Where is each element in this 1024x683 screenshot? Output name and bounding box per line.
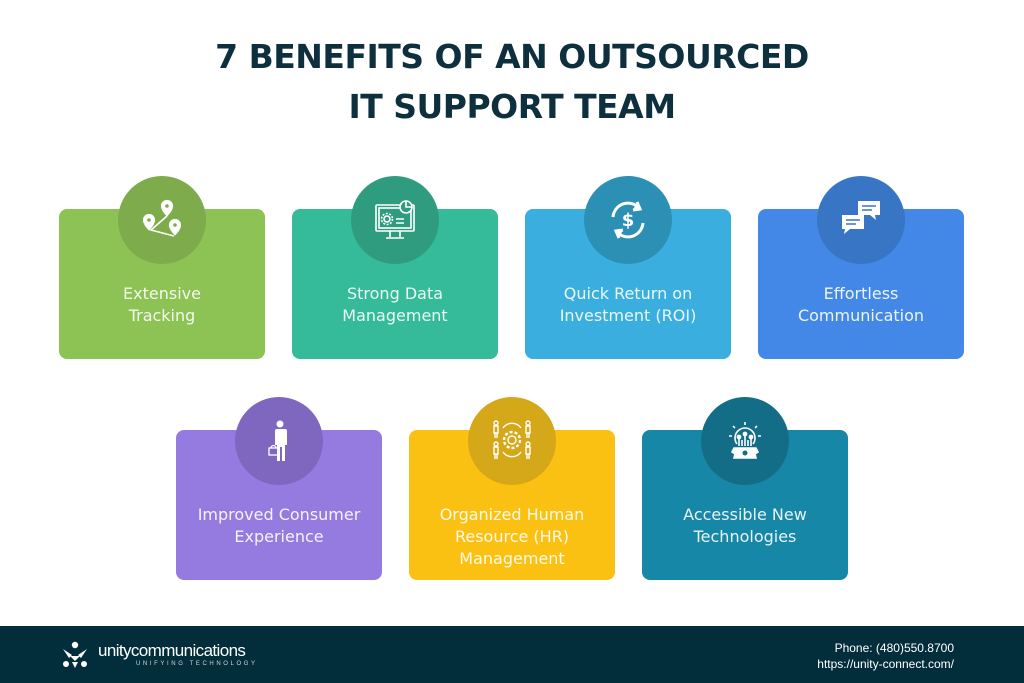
benefit-label: Extensive Tracking <box>123 284 201 325</box>
title-line-1: 7 BENEFITS OF AN OUTSOURCED <box>215 37 809 76</box>
benefit-label: Strong Data Management <box>342 284 448 325</box>
website-link[interactable]: https://unity-connect.com/ <box>817 657 954 671</box>
svg-text:$: $ <box>622 210 635 231</box>
brand-name: unitycommunications <box>98 641 246 660</box>
unity-logo-icon <box>63 641 87 668</box>
benefit-label: Quick Return on Investment (ROI) <box>559 284 697 325</box>
contact-info: Phone: (480)550.8700 https://unity-conne… <box>817 640 954 672</box>
chat-bubbles-icon <box>817 176 905 264</box>
map-pins-route-icon <box>118 176 206 264</box>
shopper-basket-icon <box>235 397 323 485</box>
benefit-label: Organized Human Resource (HR) Management <box>439 505 585 568</box>
brand-logo[interactable]: unitycommunications UNIFYING TECHNOLOGY <box>60 640 258 670</box>
title-line-2: IT SUPPORT TEAM <box>348 87 676 126</box>
dollar-cycle-icon: $ <box>584 176 672 264</box>
benefit-label: Improved Consumer Experience <box>197 505 361 546</box>
footer: unitycommunications UNIFYING TECHNOLOGY … <box>0 626 1024 683</box>
benefit-card-strong-data-management: Strong Data Management <box>292 209 498 359</box>
benefit-label: Effortless Communication <box>797 284 925 325</box>
monitor-gear-chart-icon <box>351 176 439 264</box>
phone-number: Phone: (480)550.8700 <box>834 641 954 655</box>
bulb-circuit-gear-icon <box>701 397 789 485</box>
brand-tagline: UNIFYING TECHNOLOGY <box>136 661 258 667</box>
benefit-label: Accessible New Technologies <box>683 505 807 546</box>
page-title: 7 BENEFITS OF AN OUTSOURCED IT SUPPORT T… <box>0 32 1024 132</box>
people-gear-icon <box>468 397 556 485</box>
